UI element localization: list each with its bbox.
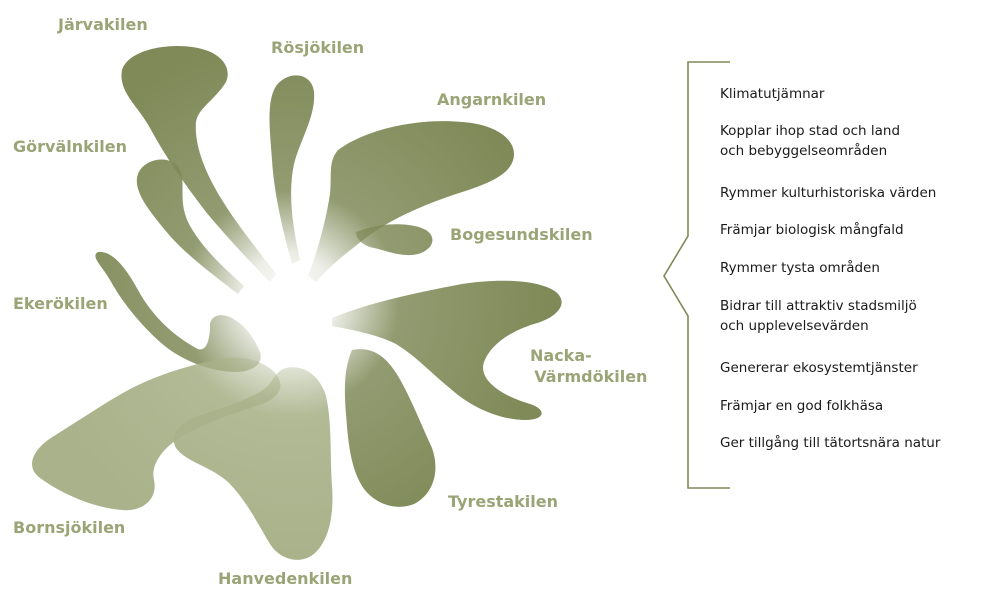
label-ekerokilen: Ekerökilen bbox=[13, 294, 108, 313]
label-gorvalnkilen: Görvälnkilen bbox=[13, 137, 127, 156]
label-nacka-line-2: Värmdökilen bbox=[534, 367, 648, 386]
benefit-9-line-1: Ger tillgång till tätortsnära natur bbox=[720, 435, 941, 451]
benefit-3-line-1: Rymmer kulturhistoriska värden bbox=[720, 185, 937, 201]
benefits-bracket bbox=[663, 61, 730, 489]
label-hanvedenkilen: Hanvedenkilen bbox=[218, 569, 353, 588]
wedge-tyrestakilen bbox=[344, 349, 436, 507]
benefit-7-line-1: Genererar ekosystemtjänster bbox=[720, 360, 918, 376]
benefit-8-line-1: Främjar en god folkhäsa bbox=[720, 398, 884, 414]
label-rosjokilen: Rösjökilen bbox=[271, 38, 365, 57]
benefit-6: Bidrar till attraktiv stadsmiljö och upp… bbox=[720, 296, 917, 336]
wedge-bogesundskilen bbox=[356, 224, 433, 256]
benefit-9: Ger tillgång till tätortsnära natur bbox=[720, 433, 940, 453]
label-angarnkilen: Angarnkilen bbox=[437, 90, 547, 109]
benefit-4: Främjar biologisk mångfald bbox=[720, 220, 904, 240]
benefit-1: Klimatutjämnar bbox=[720, 84, 824, 104]
wedge-hanvedenkilen bbox=[173, 367, 333, 560]
benefit-5-line-1: Rymmer tysta områden bbox=[720, 260, 880, 276]
benefit-2: Kopplar ihop stad och land och bebyggels… bbox=[720, 121, 900, 161]
wedge-ekerokilen bbox=[95, 251, 261, 372]
benefit-1-line-1: Klimatutjämnar bbox=[720, 86, 825, 102]
benefit-5: Rymmer tysta områden bbox=[720, 258, 880, 278]
wedge-jarvakilen bbox=[121, 46, 276, 282]
wedge-nacka-varmdokilen bbox=[332, 280, 562, 420]
label-nacka-varmdokilen: Nacka- Värmdökilen bbox=[530, 345, 652, 387]
benefit-7: Genererar ekosystemtjänster bbox=[720, 358, 918, 378]
label-bogesundskilen: Bogesundskilen bbox=[450, 225, 593, 244]
label-tyrestakilen: Tyrestakilen bbox=[448, 492, 559, 511]
benefit-6-line-2: och upplevelsevärden bbox=[720, 318, 869, 334]
benefit-3: Rymmer kulturhistoriska värden bbox=[720, 183, 936, 203]
benefit-6-line-1: Bidrar till attraktiv stadsmiljö bbox=[720, 298, 917, 314]
wedge-angarnkilen bbox=[308, 121, 514, 282]
wedge-bornsjokilen bbox=[32, 357, 281, 511]
wedge-rosjokilen bbox=[269, 75, 315, 264]
label-nacka-line-1: Nacka- bbox=[530, 346, 592, 365]
benefit-2-line-1: Kopplar ihop stad och land bbox=[720, 123, 901, 139]
label-jarvakilen: Järvakilen bbox=[58, 15, 148, 34]
label-bornsjokilen: Bornsjökilen bbox=[13, 518, 126, 537]
benefit-8: Främjar en god folkhäsa bbox=[720, 396, 883, 416]
benefit-2-line-2: och bebyggelseområden bbox=[720, 143, 888, 159]
wedge-gorvalnkilen bbox=[136, 159, 244, 294]
benefit-4-line-1: Främjar biologisk mångfald bbox=[720, 222, 904, 238]
